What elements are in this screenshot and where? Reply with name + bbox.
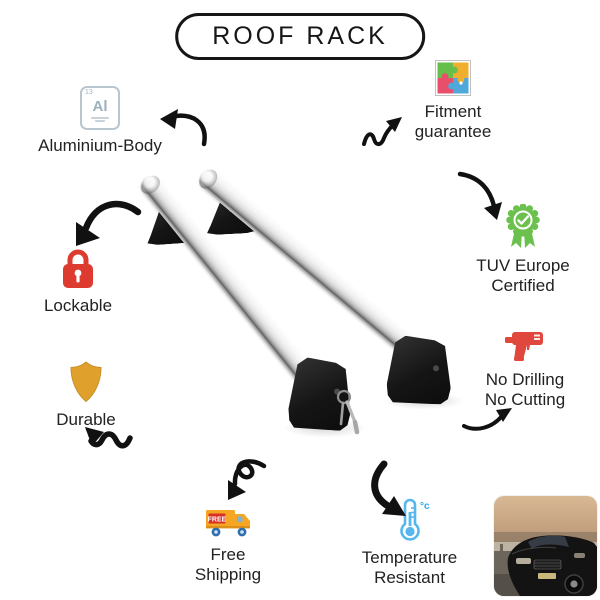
feature-tuv-certified: TUV Europe Certified (462, 204, 584, 296)
element-number: 13 (85, 89, 93, 96)
arrow-loop-shipping-icon (228, 459, 267, 500)
feature-label-line1: No Drilling (485, 370, 565, 389)
arrow-to-thermometer-icon (371, 460, 406, 516)
element-symbol: Al (92, 98, 108, 115)
periodic-element-aluminium-icon: 13 Al (80, 86, 120, 130)
feature-label-line1: Fitment (424, 102, 482, 121)
rack-foot-front-right (386, 335, 451, 404)
feature-label-line2: Resistant (374, 568, 445, 587)
feature-free-shipping: FREE Free Shipping (167, 505, 289, 585)
arrow-to-tuv-badge-icon (457, 171, 502, 220)
fitment-puzzle-icon (435, 60, 471, 96)
feature-label: Aluminium-Body (38, 136, 162, 155)
feature-label-line2: Certified (491, 276, 555, 295)
certified-ribbon-badge-icon (504, 204, 542, 250)
arrow-squiggle-durable-icon (85, 427, 133, 449)
padlock-icon (60, 246, 96, 290)
car-photo (494, 496, 597, 596)
arrow-squiggle-fitment-icon (362, 117, 402, 147)
feature-label-line2: Shipping (194, 565, 262, 584)
temperature-unit: °c (420, 501, 430, 512)
power-drill-icon (503, 326, 547, 364)
thermometer-icon: °c (390, 498, 430, 542)
truck-badge-text: FREE (208, 516, 227, 523)
feature-label-line2: guarantee (414, 122, 492, 141)
delivery-truck-icon: FREE (204, 505, 252, 539)
keys-icon (336, 389, 360, 435)
page-title: ROOF RACK (175, 13, 425, 60)
arrow-to-aluminium-icon (160, 109, 207, 147)
arrow-to-lock-icon (76, 200, 142, 246)
feature-lockable: Lockable (18, 246, 138, 316)
feature-fitment-guarantee: Fitment guarantee (392, 60, 514, 142)
feature-label: Lockable (43, 296, 113, 315)
feature-temperature-resistant: °c Temperature Resistant (347, 498, 472, 588)
feature-durable: Durable (26, 360, 146, 430)
arrow-to-drill-icon (462, 408, 512, 431)
feature-label-line1: TUV Europe (476, 256, 570, 275)
feature-label-line1: Temperature (361, 548, 458, 567)
shield-icon (67, 360, 105, 404)
feature-label-line1: Free (210, 545, 246, 564)
feature-aluminium-body: 13 Al Aluminium-Body (10, 86, 190, 156)
feature-label-line2: No Cutting (484, 390, 566, 409)
feature-no-drilling: No Drilling No Cutting (464, 326, 586, 410)
feature-label: Durable (56, 410, 116, 429)
